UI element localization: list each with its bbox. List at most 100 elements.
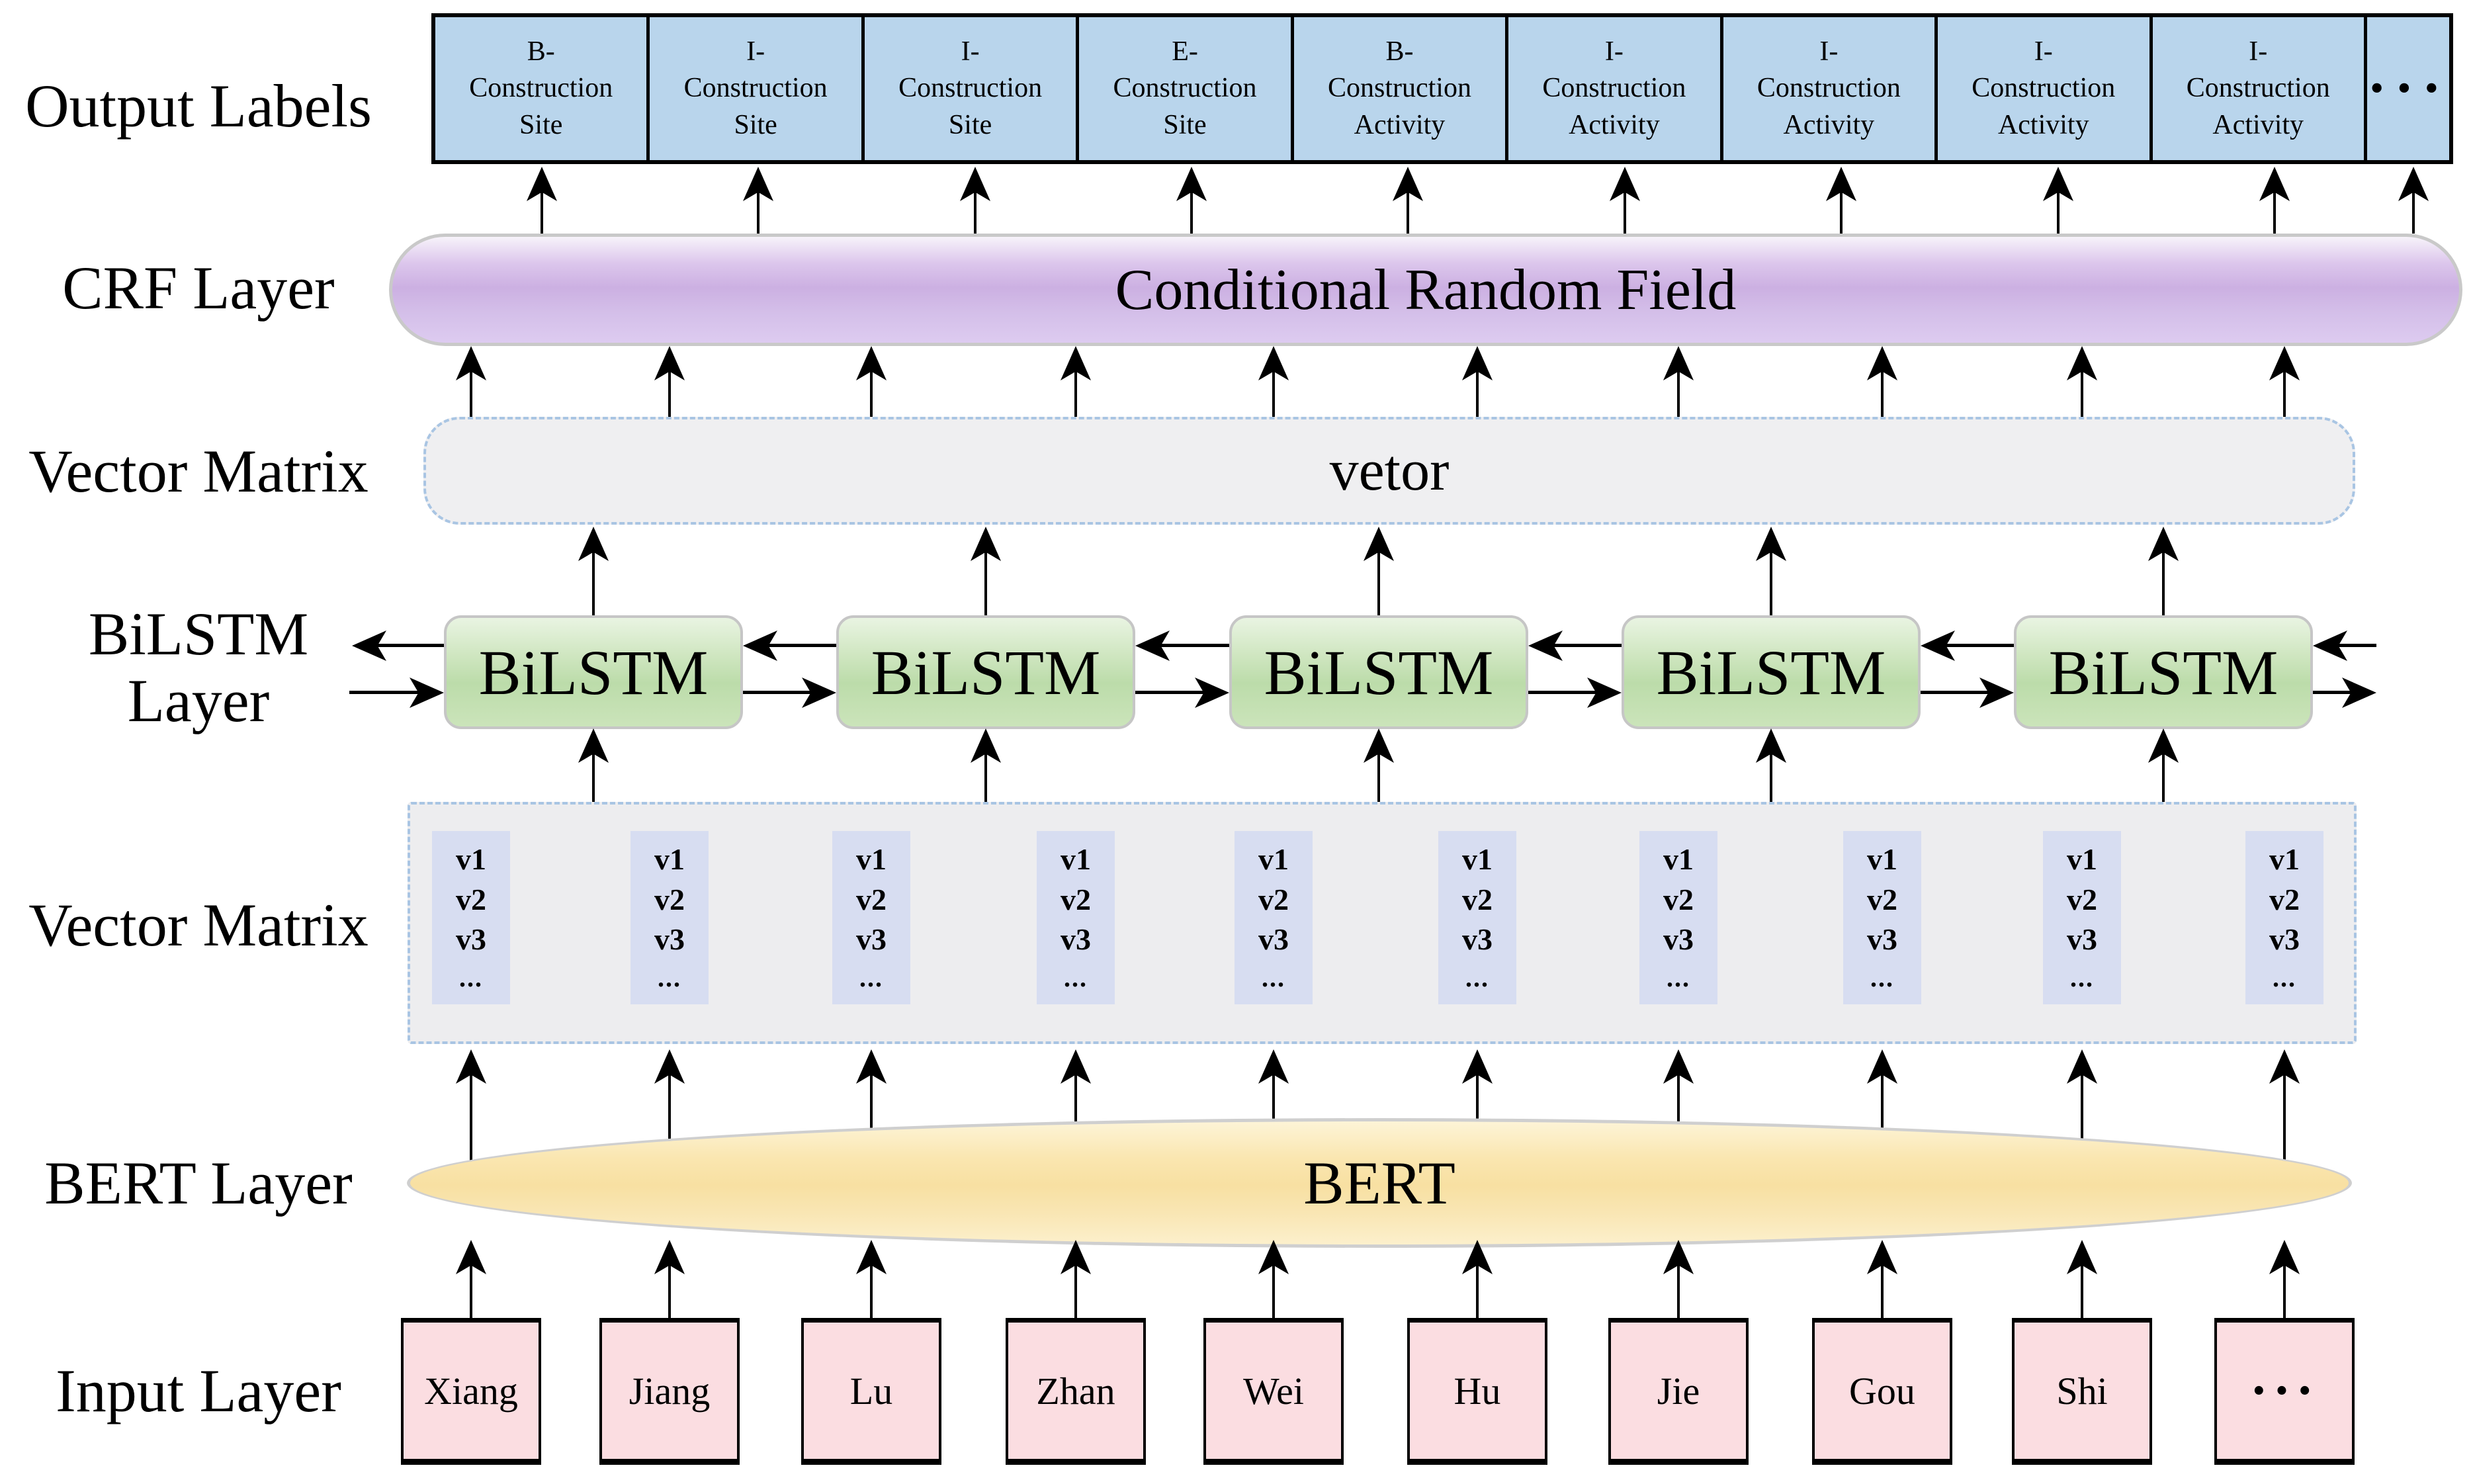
label-line: E- <box>1172 36 1198 67</box>
arrow-up-icon <box>2269 1049 2300 1182</box>
strip-dots: ... <box>1465 962 1489 992</box>
output-label-box: E- Construction Site <box>1076 17 1290 160</box>
arrow-up-icon <box>2043 167 2073 234</box>
strip-line: v1 <box>1061 842 1091 877</box>
strip-dots: ... <box>1064 962 1088 992</box>
arrow-up-icon <box>1826 167 1856 234</box>
arrow-up-icon <box>1867 1049 1897 1182</box>
arrow-up-icon <box>856 1240 887 1319</box>
arrow-up-icon <box>1258 346 1289 422</box>
strip-line: v3 <box>2269 922 2300 957</box>
label-line: Construction <box>1757 73 1901 104</box>
strip-line: v2 <box>1867 882 1897 916</box>
arrow-up-icon <box>971 527 1001 617</box>
strip-line: v3 <box>456 922 486 957</box>
bilstm-node: BiLSTM <box>1622 615 1921 729</box>
strip-line: v3 <box>654 922 685 957</box>
strip-line: v3 <box>1061 922 1091 957</box>
arrow-up-icon <box>960 167 990 234</box>
label-line: Construction <box>1542 73 1686 104</box>
strip-dots: ... <box>459 962 483 992</box>
strip-line: v1 <box>2067 842 2097 877</box>
arrow-up-icon <box>2398 167 2429 234</box>
bilstm-label: BiLSTM <box>2048 636 2278 708</box>
arrow-right-icon <box>1135 677 1229 708</box>
crf-label: Conditional Random Field <box>1115 257 1737 322</box>
strip-line: v1 <box>1867 842 1897 877</box>
bert-node: BERT <box>407 1118 2352 1248</box>
row-label-vector-top: Vector Matrix <box>28 437 369 505</box>
strip-line: v2 <box>2067 882 2097 916</box>
arrow-up-icon <box>1364 527 1394 617</box>
input-token-box: Hu <box>1407 1318 1547 1465</box>
input-token-box: Wei <box>1203 1318 1344 1465</box>
arrow-left-icon <box>352 631 444 661</box>
vector-strip: v1 v2 v3 ... <box>1639 831 1717 1004</box>
input-token: Shi <box>2056 1369 2108 1413</box>
arrow-right-icon <box>349 677 444 708</box>
arrow-up-icon <box>1867 346 1897 422</box>
strip-line: v1 <box>654 842 685 877</box>
strip-line: v2 <box>1663 882 1694 916</box>
strip-line: v1 <box>856 842 887 877</box>
label-line: I- <box>961 36 980 67</box>
arrow-left-icon <box>1135 631 1229 661</box>
input-token: Wei <box>1243 1369 1304 1413</box>
row-label-crf: CRF Layer <box>62 254 335 322</box>
bilstm-label: BiLSTM <box>871 636 1101 708</box>
input-token-box: Shi <box>2012 1318 2152 1465</box>
arrow-up-icon <box>1061 346 1091 422</box>
vector-strip: v1 v2 v3 ... <box>432 831 510 1004</box>
input-token: Xiang <box>424 1369 518 1413</box>
row-label-bilstm-line1: BiLSTM <box>88 600 309 668</box>
strip-dots: ... <box>1870 962 1894 992</box>
vector-matrix-node <box>408 802 2357 1044</box>
arrow-up-icon <box>1176 167 1207 234</box>
vector-strip: v1 v2 v3 ... <box>1843 831 1921 1004</box>
label-line: Site <box>519 109 563 140</box>
strip-line: v3 <box>856 922 887 957</box>
vector-strip: v1 v2 v3 ... <box>630 831 709 1004</box>
vector-strip: v1 v2 v3 ... <box>2043 831 2121 1004</box>
vetor-label: vetor <box>1329 439 1450 503</box>
output-labels-row: B- Construction Site I- Construction Sit… <box>431 13 2453 164</box>
label-line: B- <box>1385 36 1414 67</box>
arrow-up-icon <box>2067 1240 2097 1319</box>
strip-line: v1 <box>456 842 486 877</box>
bilstm-label: BiLSTM <box>1264 636 1494 708</box>
input-token-box: Jie <box>1608 1318 1749 1465</box>
arrow-left-icon <box>743 631 836 661</box>
row-label-bert: BERT Layer <box>44 1149 353 1217</box>
label-line: Construction <box>2186 73 2330 104</box>
arrow-right-icon <box>2313 677 2376 708</box>
strip-dots: ... <box>2070 962 2094 992</box>
input-token: Zhan <box>1036 1369 1115 1413</box>
input-token-box: Zhan <box>1006 1318 1146 1465</box>
output-label-box: B- Construction Site <box>435 17 646 160</box>
vector-strip: v1 v2 v3 ... <box>1235 831 1313 1004</box>
vector-strip: v1 v2 v3 ... <box>2245 831 2323 1004</box>
output-label-box: I- Construction Site <box>861 17 1076 160</box>
label-line: Activity <box>1354 109 1446 140</box>
arrow-up-icon <box>1364 728 1394 803</box>
output-label-box: I- Construction Site <box>646 17 861 160</box>
arrow-right-icon <box>1528 677 1622 708</box>
bert-label: BERT <box>1303 1149 1455 1217</box>
row-label-input: Input Layer <box>56 1357 341 1424</box>
bilstm-node: BiLSTM <box>1229 615 1528 729</box>
input-token-box: Gou <box>1812 1318 1952 1465</box>
input-token-box: Xiang <box>401 1318 541 1465</box>
row-label-output: Output Labels <box>25 72 372 140</box>
input-token: Jiang <box>629 1369 711 1413</box>
arrow-up-icon <box>971 728 1001 803</box>
arrow-up-icon <box>654 1049 685 1182</box>
arrow-up-icon <box>456 346 486 422</box>
input-token-box: Jiang <box>599 1318 740 1465</box>
label-line: Site <box>948 109 992 140</box>
arrow-up-icon <box>1061 1240 1091 1319</box>
label-line: I- <box>746 36 765 67</box>
strip-dots: ... <box>1667 962 1690 992</box>
arrow-up-icon <box>578 527 609 617</box>
row-label-bilstm: BiLSTM Layer <box>0 600 397 734</box>
label-line: Construction <box>469 73 613 104</box>
